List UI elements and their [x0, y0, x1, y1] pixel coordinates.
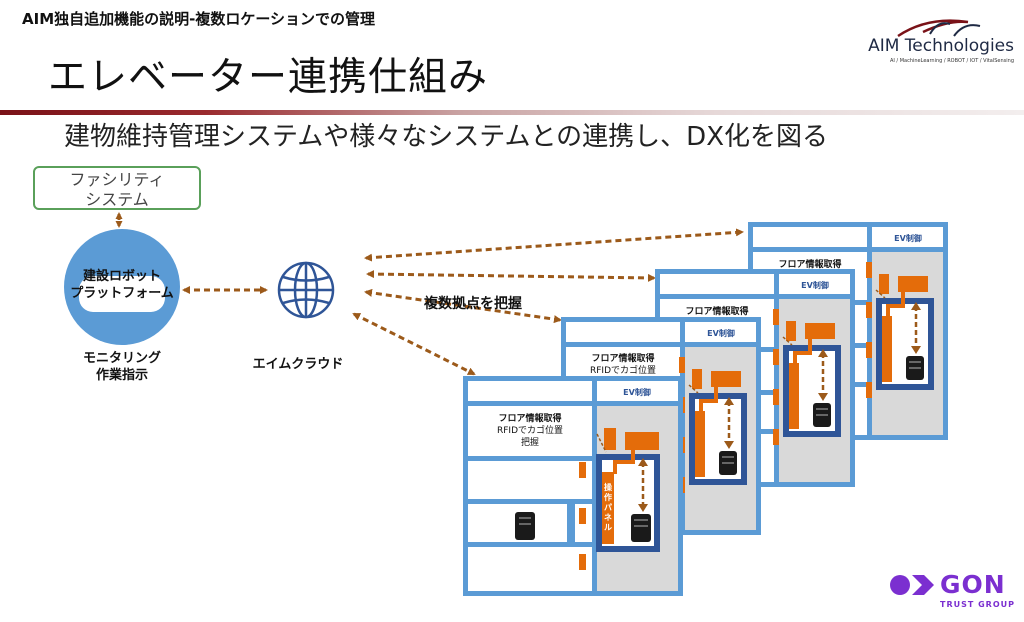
cloud-site4-arrow [364, 228, 744, 262]
floor-info-label: フロア情報取得 [591, 352, 654, 364]
floor-info-label: フロア情報取得 [498, 412, 561, 424]
gon-logo: GON TRUST GROUP [890, 570, 1020, 618]
panel-char-5: ル [604, 523, 612, 532]
cloud-label: エイムクラウド [252, 357, 344, 372]
platform-ring-inner [79, 276, 165, 312]
aim-logo: AIM Technologies AI / MachineLearning / … [868, 14, 1018, 74]
floor-info-label: フロア情報取得 [685, 305, 748, 317]
panel-char-2: 作 [604, 492, 612, 502]
rfid-label: RFIDでカゴ位置 [590, 364, 656, 376]
ev-control-label: EV制御 [801, 280, 829, 290]
gon-logo-name: GON [940, 570, 1006, 599]
rfid-label: RFIDでカゴ位置 [497, 424, 563, 436]
site-building-3: EV制御 フロア情報取得 [653, 267, 857, 489]
grasp-label: 把握 [521, 436, 539, 448]
section-subtitle: AIM独自追加機能の説明-複数ロケーションでの管理 [22, 10, 376, 28]
main-subtitle: 建物維持管理システムや様々なシステムとの連携し、DX化を図る [64, 122, 829, 152]
gon-logo-tagline: TRUST GROUP [940, 600, 1016, 609]
monitor-line1: モニタリング [82, 351, 161, 366]
site-building-4: EV制御 フロア情報取得 [746, 220, 950, 442]
cloud-site1-arrow [352, 312, 476, 376]
panel-char-1: 操 [604, 482, 613, 492]
aim-logo-tagline: AI / MachineLearning / ROBOT / IOT / Vit… [889, 58, 1014, 64]
cloud-site3-arrow [366, 270, 656, 282]
monitor-line2: 作業指示 [95, 368, 148, 383]
aim-logo-name: AIM Technologies [868, 36, 1014, 56]
floor-info-label: フロア情報取得 [778, 258, 841, 270]
cloud-site2-arrow [364, 288, 562, 324]
multi-site-label: 複数拠点を把握 [424, 296, 522, 312]
facility-line2: システム [85, 190, 149, 209]
facility-system-box: ファシリティ システム [33, 166, 201, 210]
ev-control-label: EV制御 [894, 233, 922, 243]
ev-control-label: EV制御 [623, 387, 651, 397]
monitoring-label: モニタリング 作業指示 [60, 350, 184, 384]
site-building-2: EV制御 フロア情報取得 RFIDでカゴ位置 [559, 315, 763, 537]
facility-line1: ファシリティ [69, 170, 165, 189]
site-building-1: EV制御 フロア情報取得 RFIDでカゴ位置 把握 操 作 パ ネ ル [463, 376, 683, 596]
header-divider [0, 110, 1024, 115]
aim-logo-swoosh-icon [897, 19, 981, 38]
gon-logo-mark-icon [890, 575, 934, 595]
panel-char-4: ネ [604, 512, 612, 522]
ev-control-label: EV制御 [707, 328, 735, 338]
slide-title: エレベーター連携仕組み [48, 55, 489, 100]
platform-label: 建設ロボット プラットフォーム [50, 268, 194, 302]
panel-char-3: パ [604, 502, 612, 512]
platform-line1: 建設ロボット [82, 269, 161, 284]
globe-cloud-icon [277, 261, 335, 319]
platform-line2: プラットフォーム [70, 286, 174, 301]
